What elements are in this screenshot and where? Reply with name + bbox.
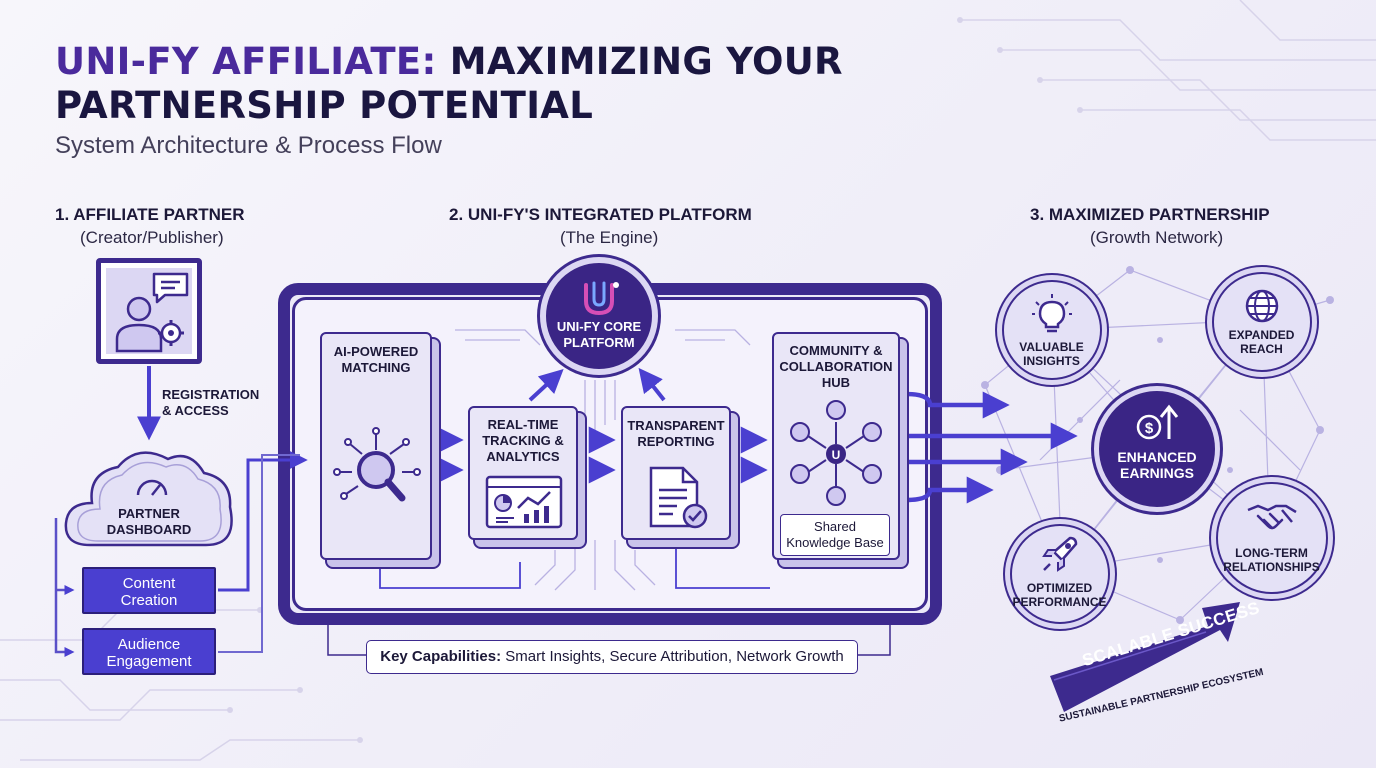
expanded-reach-node[interactable]: EXPANDED REACH <box>1212 272 1312 372</box>
partner-dashboard-label: PARTNER DASHBOARD <box>106 506 192 537</box>
audience-engagement-button[interactable]: Audience Engagement <box>82 628 216 675</box>
community-hub-label: COMMUNITY & COLLABORATION HUB <box>779 343 893 390</box>
page-subtitle: System Architecture & Process Flow <box>55 132 442 159</box>
ai-matching-card[interactable]: AI-POWERED MATCHING <box>320 332 432 560</box>
tracking-analytics-label: REAL-TIME TRACKING & ANALYTICS <box>482 417 564 464</box>
section-3-title: 3. MAXIMIZED PARTNERSHIP <box>1030 205 1270 224</box>
page-title: UNI-FY AFFILIATE: MAXIMIZING YOUR PARTNE… <box>55 40 955 128</box>
registration-access-label: REGISTRATION & ACCESS <box>162 387 260 418</box>
long-term-relationships-node[interactable]: LONG-TERM RELATIONSHIPS <box>1216 482 1328 594</box>
expanded-reach-label: EXPANDED REACH <box>1228 328 1295 356</box>
core-platform-node[interactable]: UNI-FY CORE PLATFORM <box>540 257 658 375</box>
enhanced-earnings-label: ENHANCED EARNINGS <box>1117 449 1197 481</box>
svg-text:$: $ <box>1145 420 1154 437</box>
globe-icon <box>1245 289 1279 323</box>
knowledge-base-box[interactable]: Shared Knowledge Base <box>780 514 890 556</box>
rocket-icon <box>1042 536 1078 572</box>
core-platform-label: UNI-FY CORE PLATFORM <box>556 319 642 350</box>
lightbulb-icon <box>1032 294 1072 333</box>
long-term-relationships-label: LONG-TERM RELATIONSHIPS <box>1223 546 1320 574</box>
section-1-subtitle: (Creator/Publisher) <box>80 228 224 247</box>
ai-matching-label: AI-POWERED MATCHING <box>333 344 419 375</box>
key-capabilities-text: Smart Insights, Secure Attribution, Netw… <box>501 648 844 665</box>
optimized-performance-label: OPTIMIZED PERFORMANCE <box>1012 581 1107 609</box>
title-rest: MAXIMIZING YOUR PARTNERSHIP POTENTIAL <box>55 40 843 127</box>
handshake-icon <box>1247 504 1297 530</box>
valuable-insights-label: VALUABLE INSIGHTS <box>1019 340 1084 368</box>
document-check-icon <box>649 466 708 529</box>
title-accent: UNI-FY AFFILIATE: <box>55 40 437 83</box>
people-network-icon: U <box>790 400 882 506</box>
gauge-icon <box>136 479 168 496</box>
user-gear-icon <box>115 296 184 353</box>
platform-circuit-traces <box>455 329 751 591</box>
dollar-growth-icon: $ <box>1136 404 1179 440</box>
section-2-subtitle: (The Engine) <box>560 228 659 247</box>
key-capabilities-label: Key Capabilities: <box>380 648 502 665</box>
section-1-title: 1. AFFILIATE PARTNER <box>55 205 245 224</box>
affiliate-partner-card <box>96 258 202 364</box>
enhanced-earnings-node[interactable]: $ ENHANCED EARNINGS <box>1094 386 1220 512</box>
section-3-subtitle: (Growth Network) <box>1090 228 1224 247</box>
svg-text:U: U <box>832 448 841 462</box>
unify-logo-icon <box>584 281 619 316</box>
tracking-analytics-card[interactable]: REAL-TIME TRACKING & ANALYTICS <box>468 406 578 540</box>
scalable-success-banner <box>1050 602 1240 712</box>
section-2-title: 2. UNI-FY'S INTEGRATED PLATFORM <box>449 205 752 224</box>
transparent-reporting-card[interactable]: TRANSPARENT REPORTING <box>621 406 731 540</box>
transparent-reporting-label: TRANSPARENT REPORTING <box>627 418 725 449</box>
magnifier-network-icon <box>333 427 421 502</box>
optimized-performance-node[interactable]: OPTIMIZED PERFORMANCE <box>1010 524 1110 624</box>
analytics-dashboard-icon <box>485 475 563 529</box>
content-creation-button[interactable]: Content Creation <box>82 567 216 614</box>
chat-bubble-icon <box>152 272 189 304</box>
valuable-insights-node[interactable]: VALUABLE INSIGHTS <box>1002 280 1102 380</box>
key-capabilities-bar: Key Capabilities: Smart Insights, Secure… <box>366 640 858 674</box>
